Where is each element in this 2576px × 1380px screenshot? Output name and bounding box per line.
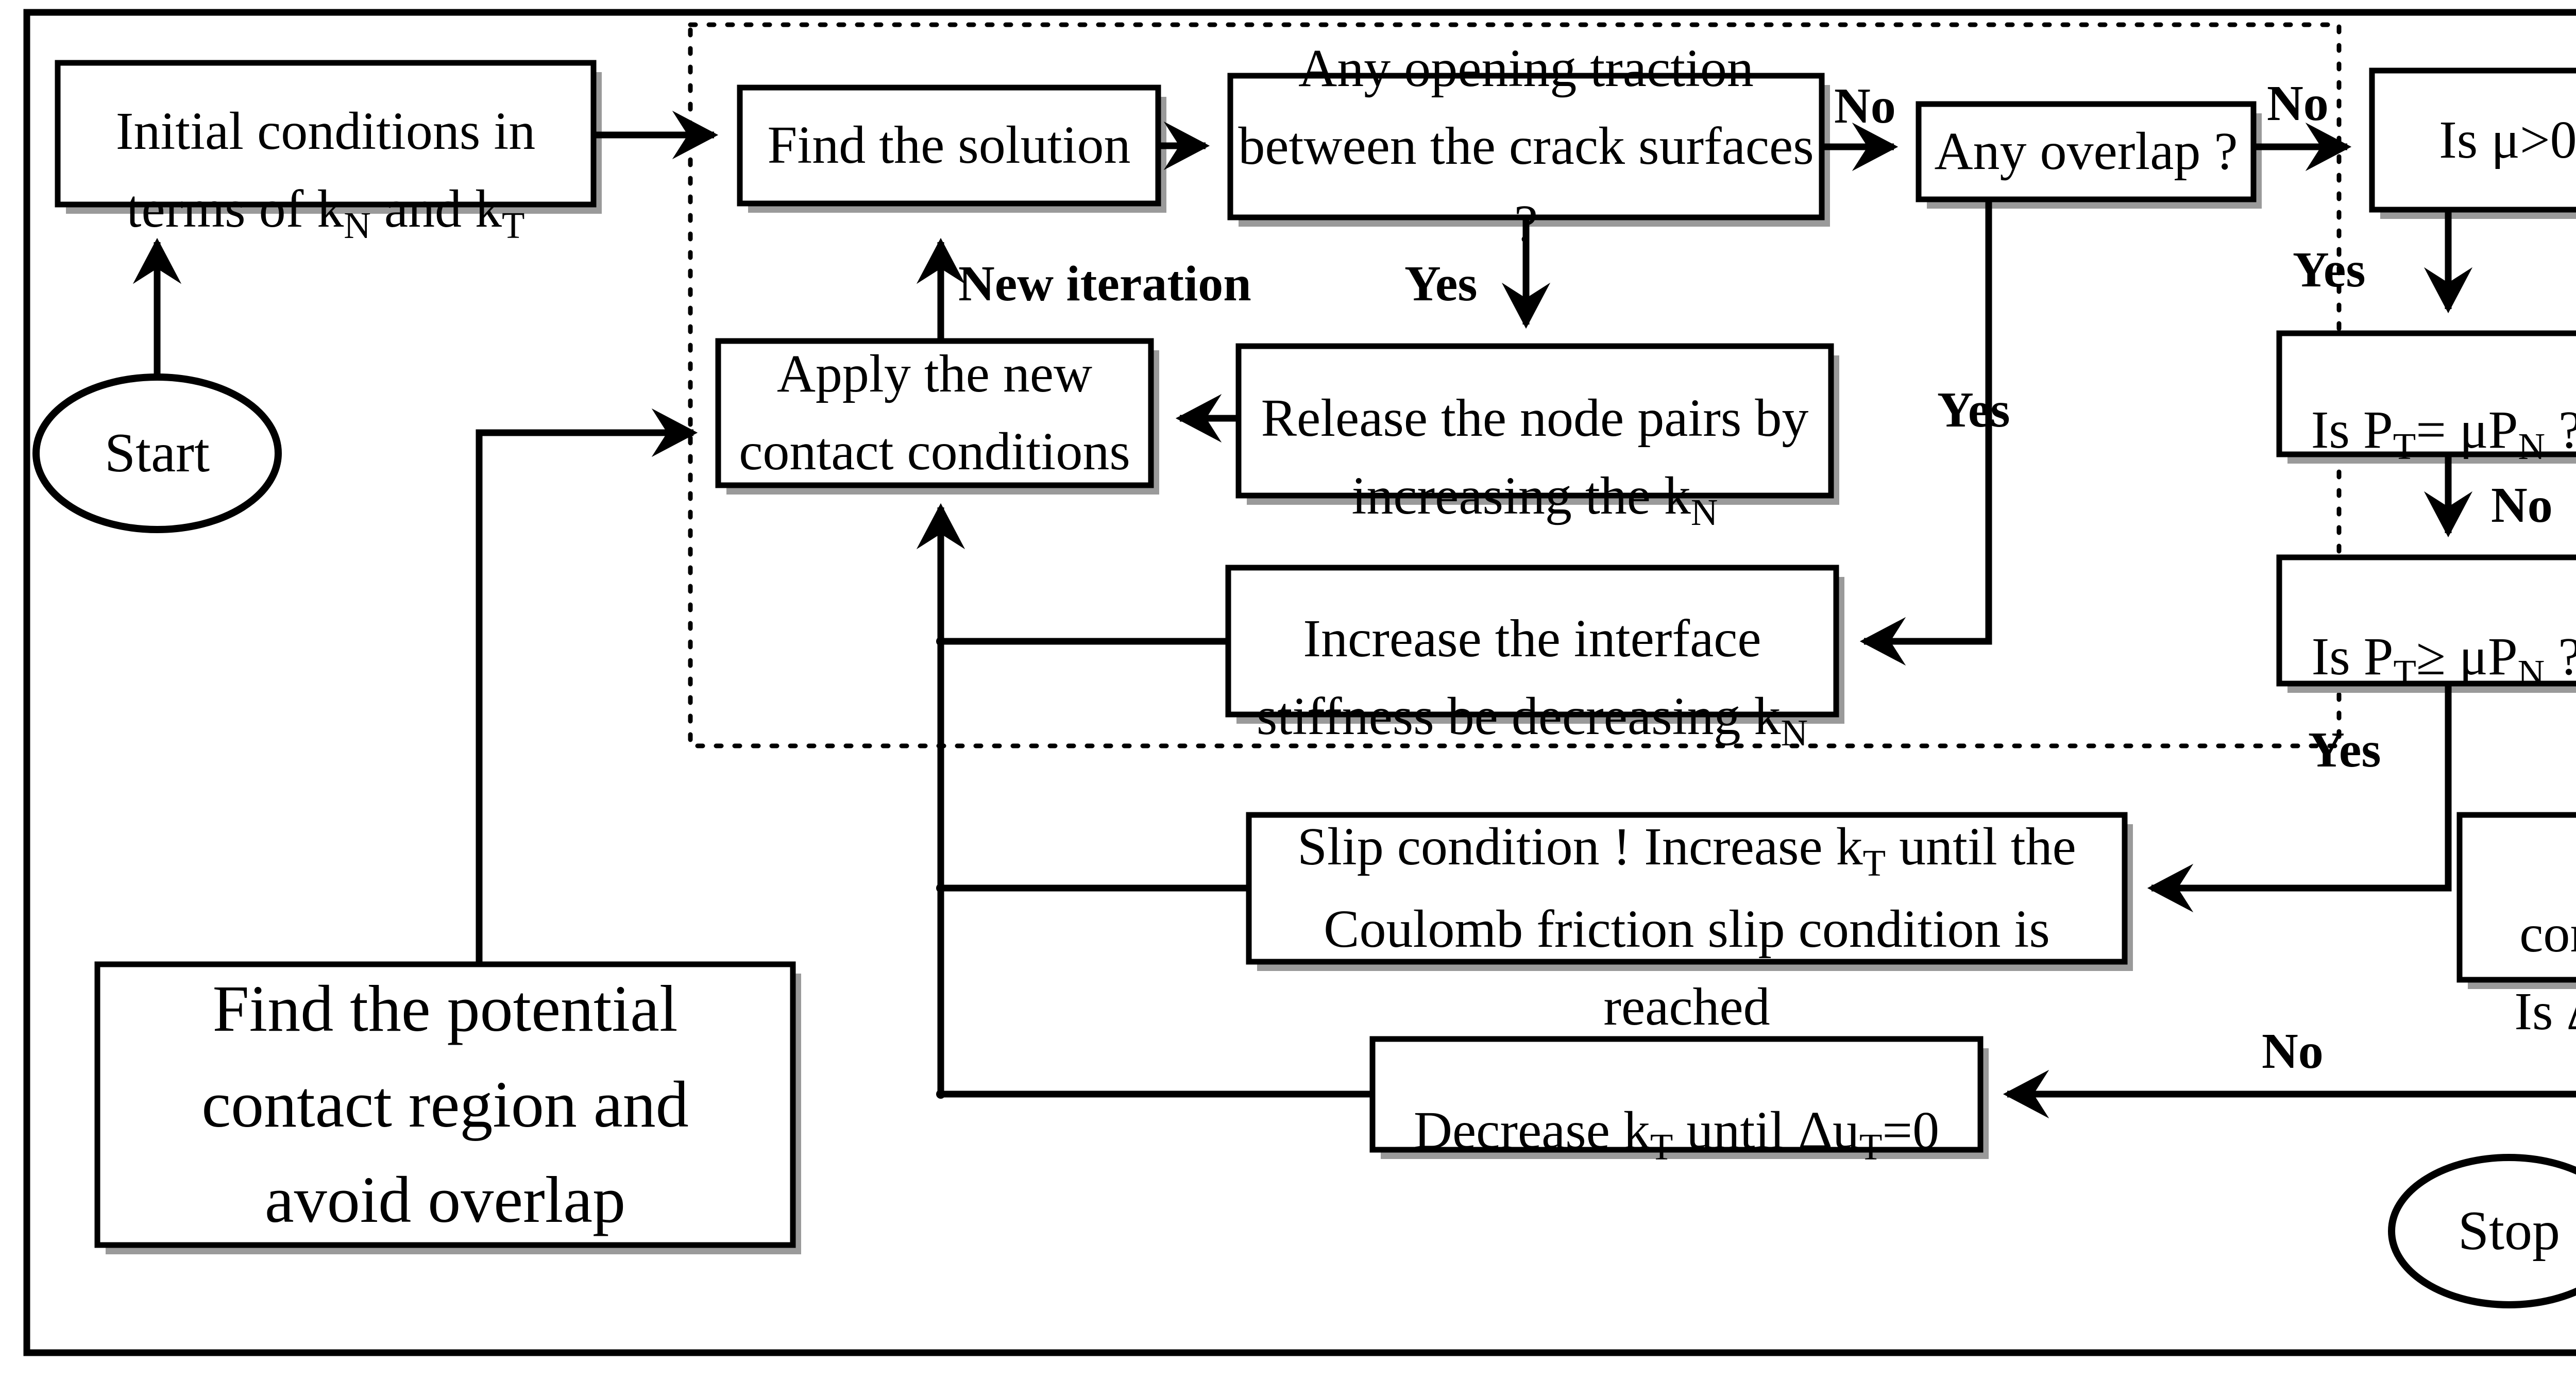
edge-label-traction-yes: Yes xyxy=(1404,256,1478,312)
box-decrease-kt xyxy=(1369,1036,1984,1153)
ellipse-start xyxy=(32,373,282,533)
box-initial-conditions xyxy=(55,60,597,208)
edge-label-pt-geq-yes: Yes xyxy=(2308,722,2381,778)
edge-label-overlap-yes: Yes xyxy=(1937,382,2010,438)
box-find-contact-region xyxy=(94,961,796,1248)
edge-label-stick-no: No xyxy=(2262,1024,2324,1079)
box-opening-traction xyxy=(1227,73,1825,220)
edge-overlap-yes-to-stiffness xyxy=(1859,199,1992,666)
box-stick-condition xyxy=(2456,812,2576,983)
edge-label-traction-no: No xyxy=(1834,78,1896,134)
box-slip-condition xyxy=(1246,812,2128,965)
edge-label-pt-eq-no: No xyxy=(2491,478,2553,533)
box-any-overlap xyxy=(1916,101,2257,202)
box-is-mu-positive xyxy=(2369,67,2576,213)
box-find-solution xyxy=(737,84,1161,207)
edge-label-mu-yes: Yes xyxy=(2293,242,2366,298)
edge-contact-region-to-apply xyxy=(476,408,698,964)
outer-frame xyxy=(23,9,2576,1356)
junction-dots xyxy=(936,637,945,1099)
edge-label-new-iteration: New iteration xyxy=(958,256,1251,312)
ellipse-stop xyxy=(2388,1154,2576,1308)
edge-stiffness-to-apply xyxy=(916,503,1228,645)
edge-slip-to-riser xyxy=(937,515,1249,892)
box-apply-contact xyxy=(715,338,1154,488)
box-is-pt-eq xyxy=(2276,330,2576,457)
box-increase-stiffness xyxy=(1225,565,1839,718)
edge-label-overlap-no: No xyxy=(2267,76,2329,131)
edge-ptgeq-yes-to-slip xyxy=(2147,684,2452,913)
edge-stick-no-to-decrease xyxy=(2003,1069,2576,1119)
box-is-pt-geq xyxy=(2276,554,2576,687)
box-release-node-pairs xyxy=(1235,343,1834,499)
box-outlines xyxy=(55,60,2576,1248)
